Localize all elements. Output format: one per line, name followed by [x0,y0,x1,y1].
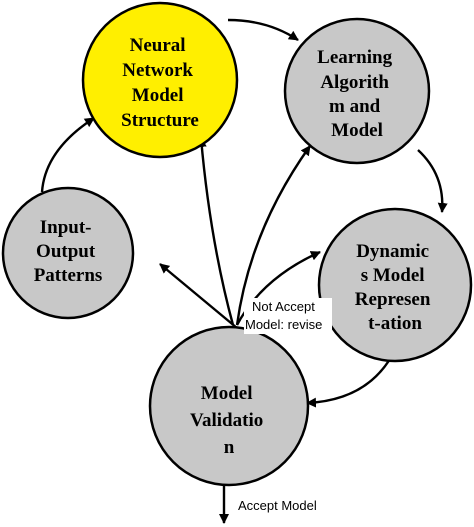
edge-validation-to-learning [235,145,311,326]
node-input-output-line-3: Patterns [34,265,103,286]
edge-labels: Not Accept Model: revise Accept Model [238,298,332,513]
node-input-output-line-1: Input- [40,217,92,238]
node-dynamics-model-line-1: Dynamic [356,241,429,262]
node-model-validation-line-2: Validatio [190,410,263,431]
node-learning-algorithm-line-2: Algorith [320,72,389,93]
node-model-validation-line-1: Model [201,383,253,404]
edge-validation-to-dynamics [235,250,321,326]
svg-text:Neural Network Mod: Neural Network Model Structure [121,35,199,131]
edge-validation-to-input [159,263,244,334]
node-neural-network-line-3: Model [132,85,184,106]
node-neural-network-line-1: Neural [130,35,186,56]
not-accept-label-line-1: Not Accept [252,299,315,314]
node-neural-network-line-2: Network [122,60,193,81]
svg-text:Learning Algorith: Learning Algorith m and Model [317,47,397,141]
svg-text:Input- Output Patt: Input- Output Patterns [34,217,103,286]
node-dynamics-model-line-4: t-ation [368,313,422,334]
node-dynamics-model-line-3: Represen [355,289,431,310]
node-input-output: Input- Output Patterns [1,186,135,320]
node-neural-network-line-4: Structure [121,110,199,131]
svg-text:Dynamic s Model Re: Dynamic s Model Represen t-ation [355,241,435,334]
node-learning-algorithm-line-3: m and [329,96,381,117]
not-accept-label-line-2: Model: revise [245,317,322,332]
edge-validation-to-neural [196,137,235,326]
node-learning-algorithm: Learning Algorith m and Model [283,17,431,165]
node-model-validation: Model Validatio n [148,325,310,487]
edge-neural-to-learning [227,18,299,41]
svg-text:Model Validatio n: Model Validatio n [190,383,268,458]
edge-learning-to-dynamics [417,149,448,213]
accept-model-label: Accept Model [238,498,317,513]
edge-label-background [244,298,332,334]
node-input-output-line-2: Output [36,241,96,262]
node-learning-algorithm-line-4: Model [331,120,383,141]
node-model-validation-line-3: n [224,437,235,458]
node-learning-algorithm-line-1: Learning [317,47,392,68]
node-neural-network: Neural Network Model Structure [81,1,239,159]
edge-input-to-neural [40,116,95,193]
node-dynamics-model-line-2: s Model [361,265,425,286]
node-dynamics-model: Dynamic s Model Represen t-ation [317,207,473,363]
